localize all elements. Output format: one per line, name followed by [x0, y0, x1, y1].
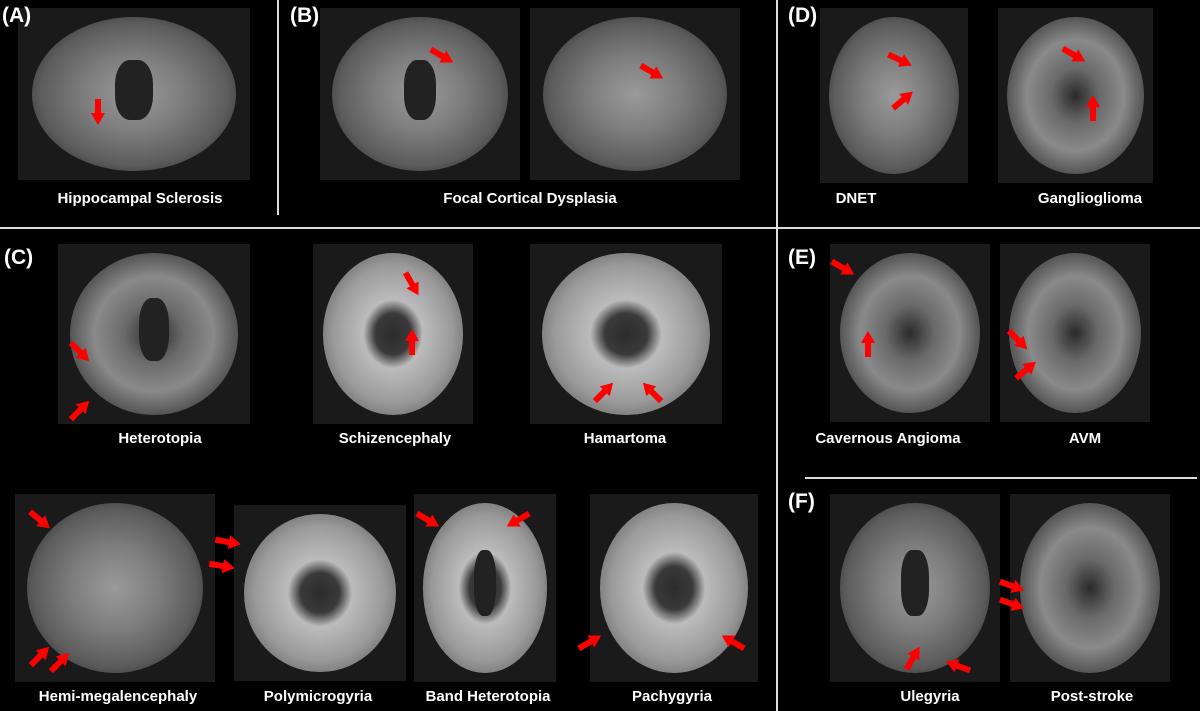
red-arrow-icon — [68, 340, 90, 362]
red-arrow-icon — [886, 51, 912, 67]
red-arrow-icon — [1086, 95, 1100, 121]
mri-dnet — [820, 8, 968, 183]
red-arrow-icon — [945, 659, 972, 674]
divider-left-right — [776, 0, 778, 711]
red-arrow-icon — [208, 559, 235, 574]
red-arrow-icon — [429, 46, 454, 63]
red-arrow-icon — [1061, 45, 1086, 62]
caption-post-stroke: Post-stroke — [1050, 688, 1134, 705]
caption-schizencephaly: Schizencephaly — [338, 430, 452, 447]
red-arrow-icon — [28, 509, 50, 529]
panel-letter-f: (F) — [788, 490, 815, 513]
panel-letter-c: (C) — [4, 246, 34, 269]
red-arrow-icon — [998, 596, 1025, 611]
red-arrow-icon — [68, 400, 90, 422]
caption-heterotopia: Heterotopia — [118, 430, 202, 447]
red-arrow-icon — [903, 646, 920, 671]
red-arrow-icon — [1014, 361, 1036, 381]
divider-top — [0, 227, 1200, 229]
caption-hamartoma: Hamartoma — [583, 430, 667, 447]
mri-pachygyria — [590, 494, 758, 682]
mri-hemimegalencephaly — [15, 494, 215, 682]
red-arrow-icon — [506, 510, 531, 527]
red-arrow-icon — [721, 635, 746, 652]
red-arrow-icon — [415, 510, 440, 527]
red-arrow-icon — [830, 258, 855, 275]
caption-dnet: DNET — [835, 190, 877, 207]
divider-a-b — [277, 0, 279, 215]
mri-fcd-coronal — [320, 8, 520, 180]
caption-ganglioglioma: Ganglioglioma — [1037, 190, 1143, 207]
mri-hippocampal-sclerosis — [18, 8, 250, 180]
mri-avm — [1000, 244, 1150, 422]
panel-letter-d: (D) — [788, 4, 818, 27]
caption-cavernous-angioma: Cavernous Angioma — [815, 430, 961, 447]
caption-polymicrogyria: Polymicrogyria — [263, 688, 373, 705]
red-arrow-icon — [28, 646, 50, 668]
red-arrow-icon — [642, 382, 664, 404]
red-arrow-icon — [639, 62, 664, 79]
red-arrow-icon — [402, 271, 419, 296]
caption-focal-cortical-dysplasia: Focal Cortical Dysplasia — [443, 190, 617, 207]
caption-hippocampal-sclerosis: Hippocampal Sclerosis — [57, 190, 223, 207]
red-arrow-icon — [861, 331, 875, 357]
caption-hemi-megalencephaly: Hemi-megalencephaly — [38, 688, 198, 705]
red-arrow-icon — [1006, 328, 1028, 350]
mri-fcd-axial — [530, 8, 740, 180]
red-arrow-icon — [91, 99, 105, 125]
caption-ulegyria: Ulegyria — [900, 688, 960, 705]
mri-heterotopia — [58, 244, 250, 424]
red-arrow-icon — [577, 635, 602, 652]
mri-hamartoma — [530, 244, 722, 424]
mri-cavernous-angioma — [830, 244, 990, 422]
red-arrow-icon — [592, 382, 614, 404]
caption-pachygyria: Pachygyria — [631, 688, 713, 705]
mri-post-stroke — [1010, 494, 1170, 682]
mri-ganglioglioma — [998, 8, 1153, 183]
panel-letter-a: (A) — [2, 4, 32, 27]
caption-band-heterotopia: Band Heterotopia — [425, 688, 551, 705]
mri-polymicrogyria — [234, 505, 406, 681]
panel-letter-b: (B) — [290, 4, 320, 27]
red-arrow-icon — [405, 329, 419, 355]
caption-avm: AVM — [1068, 430, 1102, 447]
red-arrow-icon — [48, 652, 70, 674]
panel-letter-e: (E) — [788, 246, 816, 269]
red-arrow-icon — [998, 578, 1025, 593]
divider-e-f — [805, 477, 1197, 479]
red-arrow-icon — [214, 535, 241, 550]
mri-schizencephaly — [313, 244, 473, 424]
red-arrow-icon — [891, 91, 913, 111]
